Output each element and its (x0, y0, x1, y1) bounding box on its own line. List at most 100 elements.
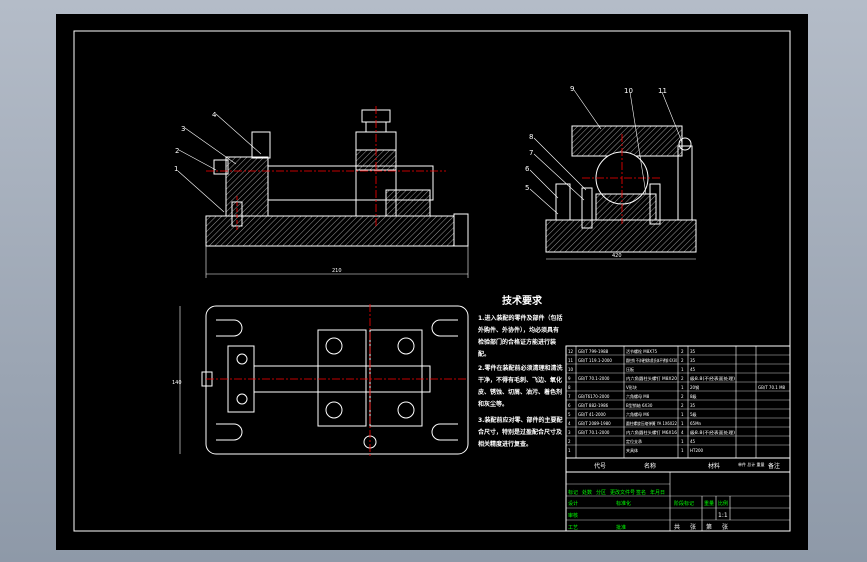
bom-no: 11 (568, 358, 574, 363)
bom-qty: 2 (681, 376, 684, 381)
bom-row: 4 GB/T 2089-1980 圆柱螺旋压缩弹簧 YA 1X6X22 1 65… (566, 420, 790, 428)
mark-label: 标记 (568, 489, 578, 496)
plan-bolt-2 (325, 401, 343, 419)
date-label: 年月日 (650, 489, 665, 496)
bom-row: 11 GB/T 119.1-2000 圆柱销 不淬硬钢和奥氏体不锈钢 6X30 … (566, 357, 790, 365)
bom-name: 内六角圆柱头螺钉 M6X16 (626, 429, 677, 435)
requirement-line-5: 2.零件在装配前必须清理和清洗 (478, 364, 562, 372)
side-right-post (677, 145, 693, 221)
bom-qty: 1 (681, 448, 684, 453)
front-workpiece (267, 165, 434, 201)
bom-material: 35 (690, 349, 696, 354)
bom-name: 圆柱螺旋压缩弹簧 YA 1X6X22 (626, 420, 677, 426)
bom-code: GB/T 119.1-2000 (578, 358, 612, 363)
front-locating-block (225, 156, 269, 217)
bom-no: 4 (568, 421, 571, 426)
plan-slot-bottom-right (431, 423, 458, 441)
requirement-line-3: 检验部门的合格证方能进行装 (478, 338, 556, 346)
plan-bolt-3 (397, 337, 415, 355)
bom-row: 7 GB/T6170-2000 六角螺母 M8 2 8级 (566, 393, 790, 401)
design-label: 设计 (568, 500, 578, 507)
sheet-no-label: 第 (706, 523, 712, 531)
bom-qty: 1 (681, 385, 684, 390)
label-7: 7 (529, 149, 533, 157)
sheet-label: 张 (722, 523, 728, 531)
bom-material: 级8.8(不经表面处理) (690, 429, 736, 435)
bom-remark: GB/T 70.1 M8 (758, 385, 786, 390)
bom-code: GB/T 70.1-2000 (578, 430, 610, 435)
bom-name: 压板 (626, 366, 634, 372)
requirement-line-7: 皮、锈蚀、切屑、油污、着色剂 (478, 388, 562, 396)
requirement-line-2: 外购件、外协件），均必须具有 (477, 326, 559, 334)
bom-name: 内六角圆柱头螺钉 M8X20 (626, 375, 677, 381)
scale-value: 1:1 (718, 512, 728, 519)
leader-2 (178, 149, 217, 171)
bom-material: 5级 (690, 411, 697, 417)
total-label: 共 (674, 523, 680, 531)
bom-qty: 1 (681, 412, 684, 417)
header-code: 代号 (594, 462, 606, 470)
requirement-line-10: 合尺寸，特别是过盈配合尺寸及 (478, 428, 562, 436)
requirement-line-11: 相关精度进行复查。 (478, 440, 532, 448)
leader-4 (215, 113, 262, 155)
bom-material: 35 (690, 358, 696, 363)
title-block: 12 GB/T 799-1988 活节螺栓 M8X75 2 35 11 GB/T… (565, 345, 791, 532)
bom-qty: 1 (681, 421, 684, 426)
bom-no: 2 (568, 439, 571, 444)
leader-9 (573, 89, 602, 130)
sign-label: 签名 (636, 489, 646, 496)
side-left-post (555, 183, 571, 221)
requirements-heading: 技术要求 (502, 294, 543, 307)
plan-slot-top-right (431, 319, 458, 337)
leader-10 (629, 91, 647, 195)
bom-code: GB/T 882-1986 (578, 403, 609, 408)
process-label: 工艺 (568, 525, 578, 531)
label-8: 8 (529, 133, 533, 141)
bom-row: 3 GB/T 70.1-2000 内六角圆柱头螺钉 M6X16 4 级8.8(不… (566, 429, 790, 437)
bom-no: 9 (568, 376, 571, 381)
requirement-line-9: 3.装配前应对零、部件的主要配 (478, 416, 562, 424)
plan-slot-top-left (216, 319, 243, 337)
front-support-housing (251, 131, 271, 159)
leader-8 (533, 137, 587, 191)
bom-material: 级8.8(不经表面处理) (690, 375, 736, 381)
bom-code: GB/T 41-2000 (578, 412, 606, 417)
label-5: 5 (525, 184, 529, 192)
bom-qty: 2 (681, 403, 684, 408)
plan-bolt-4 (397, 401, 415, 419)
count-label: 处数 (582, 489, 592, 496)
bom-material: 35 (690, 403, 696, 408)
side-left-bolt (581, 187, 593, 229)
ratio-label: 比例 (718, 500, 728, 507)
plan-slot-bottom-left (216, 423, 243, 441)
bom-code: GB/T 799-1988 (578, 349, 609, 354)
bom-qty: 2 (681, 349, 684, 354)
label-11: 11 (658, 87, 667, 95)
front-dimension: 210 (332, 268, 342, 274)
lower-block (565, 471, 791, 532)
bom-code: GB/T 70.1-2000 (578, 376, 610, 381)
bom-name: B型销轴 6X30 (626, 402, 653, 408)
bom-row: 12 GB/T 799-1988 活节螺栓 M8X75 2 35 (566, 348, 790, 356)
bom-no: 5 (568, 412, 571, 417)
bom-qty: 1 (681, 367, 684, 372)
bom-qty: 2 (681, 394, 684, 399)
bom-name: 夹具体 (626, 447, 638, 453)
review-label: 审核 (568, 512, 578, 519)
standard-label: 标准化 (616, 500, 631, 507)
plan-bolt-6 (236, 393, 248, 405)
bom-no: 7 (568, 394, 571, 399)
bom-name: 六角螺母 M8 (626, 393, 650, 399)
leader-1 (177, 170, 225, 213)
label-2: 2 (175, 147, 179, 155)
requirement-line-8: 和灰尘等。 (477, 400, 508, 408)
plan-dimension: 140 (172, 380, 182, 386)
plan-clamp-left (317, 329, 367, 427)
stage-label: 阶段标记 (674, 500, 694, 507)
label-6: 6 (525, 165, 530, 173)
bom-material: 45 (690, 439, 696, 444)
label-9: 9 (570, 85, 574, 93)
leader-11 (661, 91, 683, 143)
bom-row: 10 压板 1 45 (566, 366, 790, 374)
bom-name: 活节螺栓 M8X75 (626, 348, 658, 354)
